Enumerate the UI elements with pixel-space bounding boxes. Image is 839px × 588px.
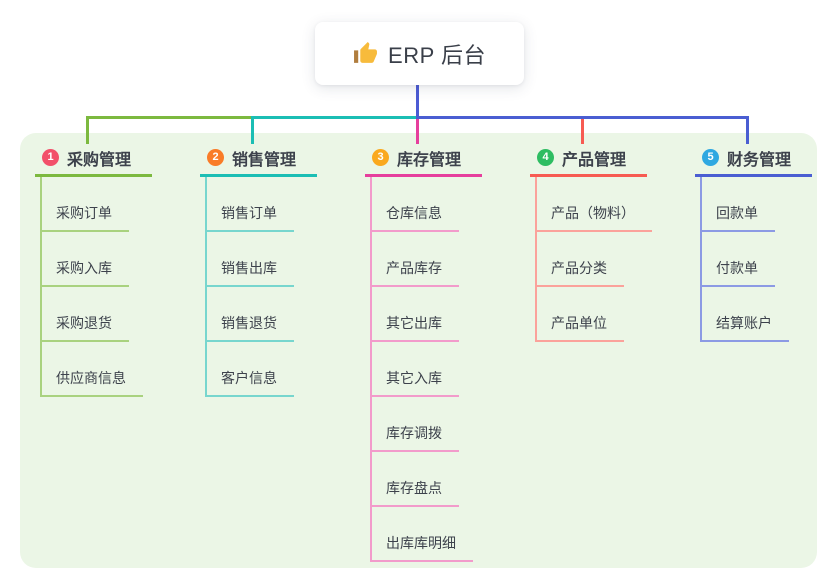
branch-1-drop-line	[86, 116, 89, 144]
sub-item: 库存盘点	[372, 452, 459, 507]
root-stem-line	[416, 85, 419, 119]
branch-4: 4 产品管理产品（物料）产品分类产品单位	[530, 141, 652, 342]
root-title: ERP 后台	[388, 42, 486, 68]
branch-2-node: 2 销售管理	[200, 141, 317, 177]
branch-3-drop-line	[416, 119, 419, 144]
root-node: ERP 后台	[315, 22, 524, 85]
branch-title: 库存管理	[397, 151, 462, 169]
branch-5-node: 5 财务管理	[695, 141, 812, 177]
thumbs-up-icon	[353, 41, 378, 66]
sub-item: 产品分类	[537, 232, 624, 287]
sub-item: 供应商信息	[42, 342, 143, 397]
branch-2-items: 销售订单销售出库销售退货客户信息	[205, 177, 294, 397]
branch-5: 5 财务管理回款单付款单结算账户	[695, 141, 812, 342]
sub-item: 其它入库	[372, 342, 459, 397]
branch-2: 2 销售管理销售订单销售出库销售退货客户信息	[200, 141, 317, 397]
branch-title: 产品管理	[562, 151, 627, 169]
branch-4-node: 4 产品管理	[530, 141, 647, 177]
branch-1-items: 采购订单采购入库采购退货供应商信息	[40, 177, 143, 397]
branch-2-drop-line	[251, 116, 254, 144]
sub-item: 采购入库	[42, 232, 129, 287]
branch-1-number-badge: 1	[42, 149, 59, 166]
sub-item: 出库库明细	[372, 507, 473, 562]
bus-segment-2	[251, 116, 416, 119]
sub-item: 库存调拨	[372, 397, 459, 452]
sub-item: 产品单位	[537, 287, 624, 342]
branch-title: 采购管理	[67, 151, 132, 169]
branch-1-node: 1 采购管理	[35, 141, 152, 177]
branch-1: 1 采购管理采购订单采购入库采购退货供应商信息	[35, 141, 152, 397]
branch-4-items: 产品（物料）产品分类产品单位	[535, 177, 652, 342]
sub-item: 其它出库	[372, 287, 459, 342]
sub-item: 产品库存	[372, 232, 459, 287]
branch-5-number-badge: 5	[702, 149, 719, 166]
branch-2-number-badge: 2	[207, 149, 224, 166]
sub-item: 产品（物料）	[537, 177, 652, 232]
sub-item: 付款单	[702, 232, 775, 287]
branch-5-items: 回款单付款单结算账户	[700, 177, 789, 342]
branch-3-node: 3 库存管理	[365, 141, 482, 177]
branch-3-items: 仓库信息产品库存其它出库其它入库库存调拨库存盘点出库库明细	[370, 177, 473, 562]
branch-4-number-badge: 4	[537, 149, 554, 166]
bus-segment-3	[416, 116, 749, 119]
sub-item: 销售出库	[207, 232, 294, 287]
sub-item: 销售订单	[207, 177, 294, 232]
branch-4-drop-line	[581, 119, 584, 144]
sub-item: 仓库信息	[372, 177, 459, 232]
bus-segment-1	[86, 116, 251, 119]
sub-item: 客户信息	[207, 342, 294, 397]
branch-title: 销售管理	[232, 151, 297, 169]
sub-item: 结算账户	[702, 287, 789, 342]
sub-item: 回款单	[702, 177, 775, 232]
branch-3: 3 库存管理仓库信息产品库存其它出库其它入库库存调拨库存盘点出库库明细	[365, 141, 482, 562]
sub-item: 采购订单	[42, 177, 129, 232]
branches-panel	[20, 133, 817, 568]
branch-5-drop-line	[746, 116, 749, 144]
sub-item: 采购退货	[42, 287, 129, 342]
branch-title: 财务管理	[727, 151, 792, 169]
sub-item: 销售退货	[207, 287, 294, 342]
branch-3-number-badge: 3	[372, 149, 389, 166]
